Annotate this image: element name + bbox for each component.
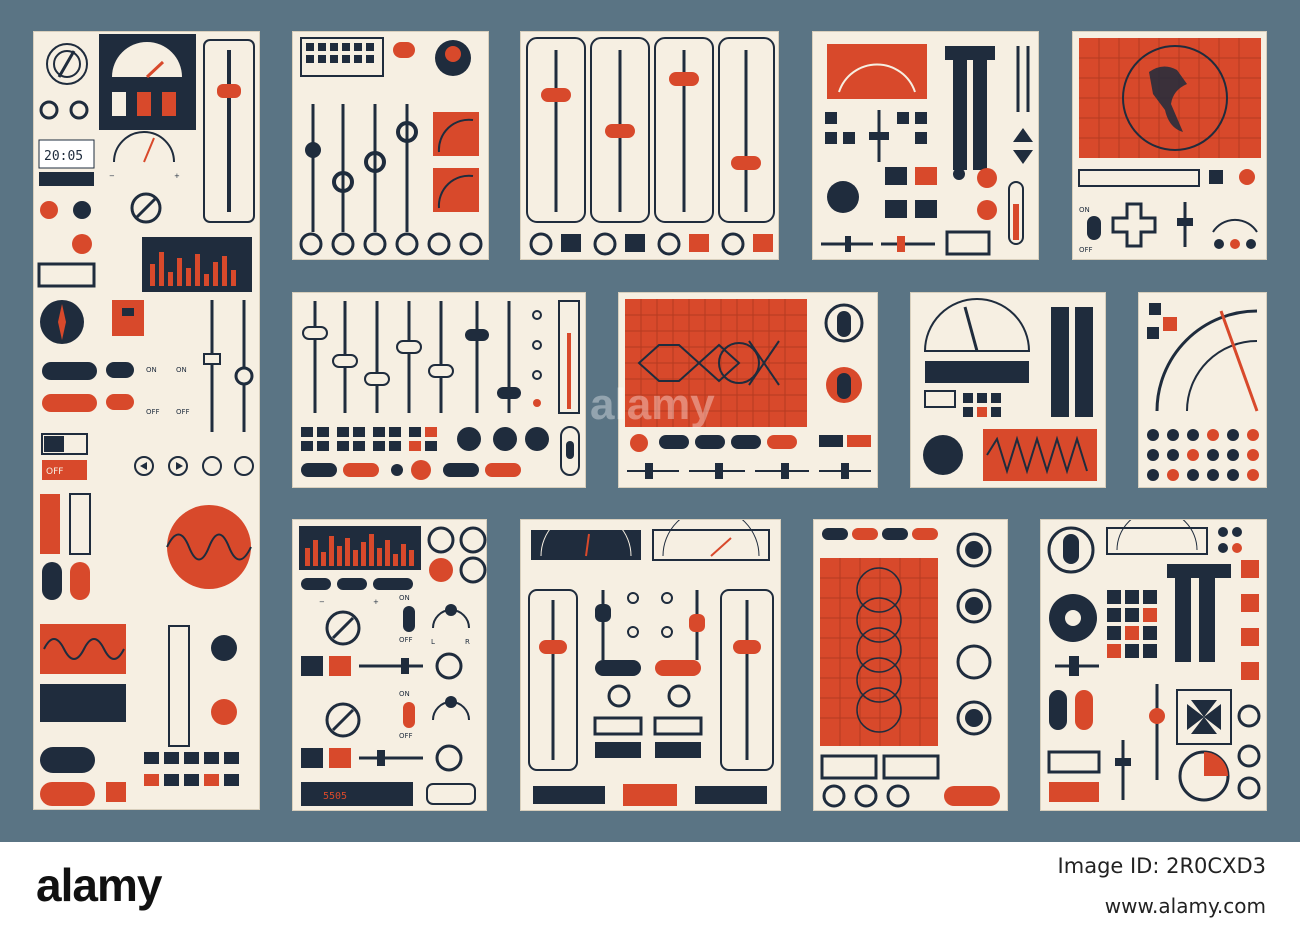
right-label-j: R [465,638,470,646]
site-link[interactable]: www.alamy.com [1104,894,1266,918]
clock-readout: 20:05 [44,149,83,164]
panel-d-art [821,44,1033,256]
off-label-j: OFF [399,636,413,644]
control-panel-e: ON OFF [1072,31,1267,260]
minus-label: − [109,172,115,180]
image-id-text: Image ID: 2R0CXD3 [1057,854,1266,878]
on-label-e: ON [1079,206,1090,214]
control-panel-b [292,31,489,260]
plus-label: + [174,172,180,180]
panel-i-art [1147,303,1259,481]
panel-m-art [1047,520,1261,802]
control-panel-a: 20:05 − + ON OFF ON OFF OFF [33,31,260,810]
off-switch-label: OFF [46,467,63,477]
control-panel-c [520,31,779,260]
control-panel-f [292,292,586,488]
control-panel-k [520,519,781,811]
panel-e-art: ON OFF [1078,38,1261,254]
off-label-e: OFF [1079,246,1093,254]
panel-f-art [301,300,580,480]
panel-k-art [528,520,774,806]
brand-logo[interactable]: alamy [36,859,162,911]
control-panel-h [910,292,1106,488]
control-panel-i [1138,292,1267,488]
left-label-j: L [431,638,435,646]
footer-bar [0,842,1300,934]
on-label-j: ON [399,594,410,602]
panel-a-art: 20:05 − + ON OFF ON OFF OFF [37,34,255,806]
panel-j-art: − + ON OFF L R ON OFF 5505 [299,526,487,806]
panel-h-art [923,298,1097,481]
panel-l-art [820,528,1000,808]
off-label-j2: OFF [399,732,413,740]
panel-c-art [526,37,775,256]
control-panel-l [813,519,1008,811]
control-panel-d [812,31,1039,260]
on-label-2: ON [176,366,187,374]
panel-b-art [299,37,483,256]
digit-readout: 5505 [323,791,347,802]
off-label: OFF [146,408,160,416]
off-label-2: OFF [176,408,190,416]
control-panel-m [1040,519,1267,811]
control-panel-j: − + ON OFF L R ON OFF 5505 [292,519,487,811]
on-label-j2: ON [399,690,410,698]
minus-label-j: − [319,598,325,606]
plus-label-j: + [373,598,379,606]
control-panel-g [618,292,878,488]
panel-g-art [625,299,871,479]
on-label: ON [146,366,157,374]
